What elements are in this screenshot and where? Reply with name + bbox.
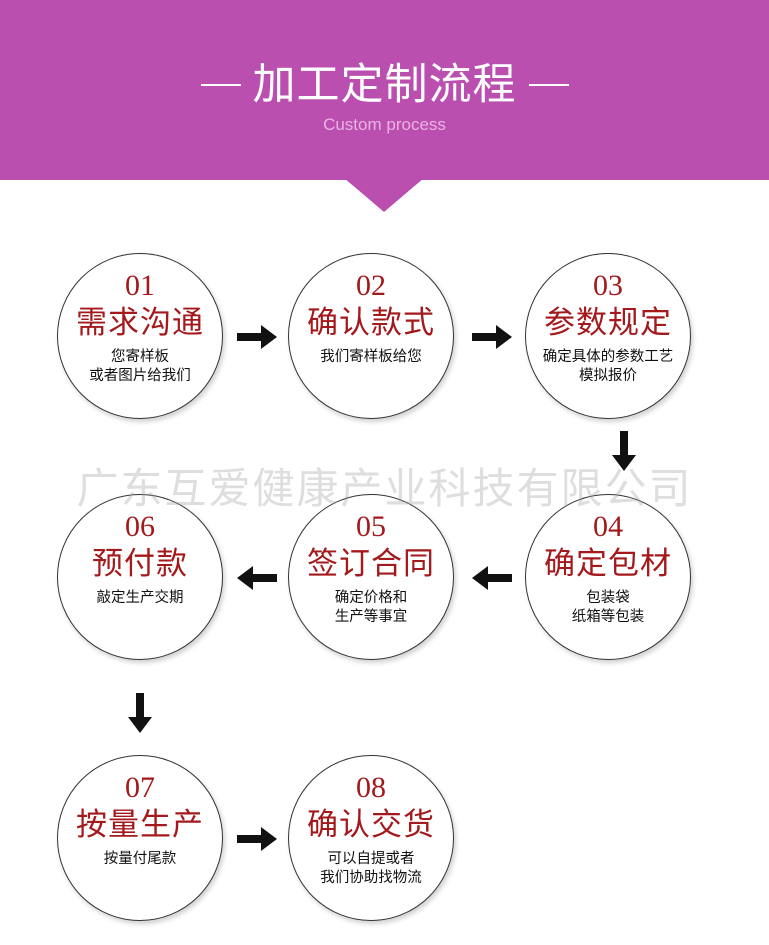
page-title: 加工定制流程	[252, 60, 517, 110]
step-description-line: 确定具体的参数工艺	[542, 349, 674, 365]
step-title: 参数规定	[544, 305, 672, 341]
page-title-row: 加工定制流程	[0, 55, 769, 115]
step-description-line: 我们协助找物流	[320, 870, 422, 886]
arrow-left-icon	[472, 566, 512, 590]
step-circle-06: 06 预付款 敲定生产交期	[57, 494, 223, 660]
step-circle-02: 02 确认款式 我们寄样板给您	[288, 253, 454, 419]
step-title: 按量生产	[76, 807, 204, 843]
step-number: 06	[125, 510, 155, 543]
step-description-line: 生产等事宜	[334, 609, 408, 625]
step-description: 包装袋 纸箱等包装	[526, 589, 690, 627]
step-circle-01: 01 需求沟通 您寄样板 或者图片给我们	[57, 253, 223, 419]
step-description-line: 包装袋	[586, 590, 630, 606]
step-title: 确认交货	[307, 807, 435, 843]
step-title: 需求沟通	[76, 305, 204, 341]
step-circle-07: 07 按量生产 按量付尾款	[57, 755, 223, 921]
step-title: 预付款	[92, 546, 188, 582]
step-description-line: 我们寄样板给您	[320, 349, 422, 365]
step-description: 您寄样板 或者图片给我们	[58, 348, 222, 386]
step-description: 确定价格和 生产等事宜	[289, 589, 453, 627]
arrow-left-icon	[237, 566, 277, 590]
step-description-line: 您寄样板	[111, 349, 169, 365]
step-number: 02	[356, 269, 386, 302]
step-title: 确定包材	[544, 546, 672, 582]
step-number: 04	[593, 510, 623, 543]
banner-pointer	[344, 178, 424, 212]
step-description: 我们寄样板给您	[289, 348, 453, 367]
step-title: 签订合同	[307, 546, 435, 582]
title-rule-left	[200, 84, 241, 86]
step-description: 可以自提或者 我们协助找物流	[289, 850, 453, 888]
step-number: 08	[356, 771, 386, 804]
header-banner	[0, 0, 769, 180]
step-number: 03	[593, 269, 623, 302]
step-description-line: 模拟报价	[579, 368, 637, 384]
step-circle-05: 05 签订合同 确定价格和 生产等事宜	[288, 494, 454, 660]
step-number: 07	[125, 771, 155, 804]
step-description: 敲定生产交期	[58, 589, 222, 608]
step-description: 确定具体的参数工艺 模拟报价	[526, 348, 690, 386]
step-description-line: 按量付尾款	[103, 851, 177, 867]
step-circle-08: 08 确认交货 可以自提或者 我们协助找物流	[288, 755, 454, 921]
arrow-right-icon	[237, 827, 277, 851]
arrow-down-icon	[128, 693, 152, 733]
step-description-line: 敲定生产交期	[96, 590, 184, 606]
step-description: 按量付尾款	[58, 850, 222, 869]
step-description-line: 纸箱等包装	[571, 609, 645, 625]
step-circle-03: 03 参数规定 确定具体的参数工艺 模拟报价	[525, 253, 691, 419]
title-rule-right	[528, 84, 569, 86]
step-number: 01	[125, 269, 155, 302]
step-title: 确认款式	[307, 305, 435, 341]
step-circle-04: 04 确定包材 包装袋 纸箱等包装	[525, 494, 691, 660]
arrow-right-icon	[472, 325, 512, 349]
arrow-right-icon	[237, 325, 277, 349]
step-description-line: 可以自提或者	[327, 851, 415, 867]
page-subtitle: Custom process	[323, 115, 446, 134]
step-description-line: 或者图片给我们	[89, 368, 191, 384]
step-description-line: 确定价格和	[334, 590, 408, 606]
arrow-down-icon	[612, 431, 636, 471]
step-number: 05	[356, 510, 386, 543]
